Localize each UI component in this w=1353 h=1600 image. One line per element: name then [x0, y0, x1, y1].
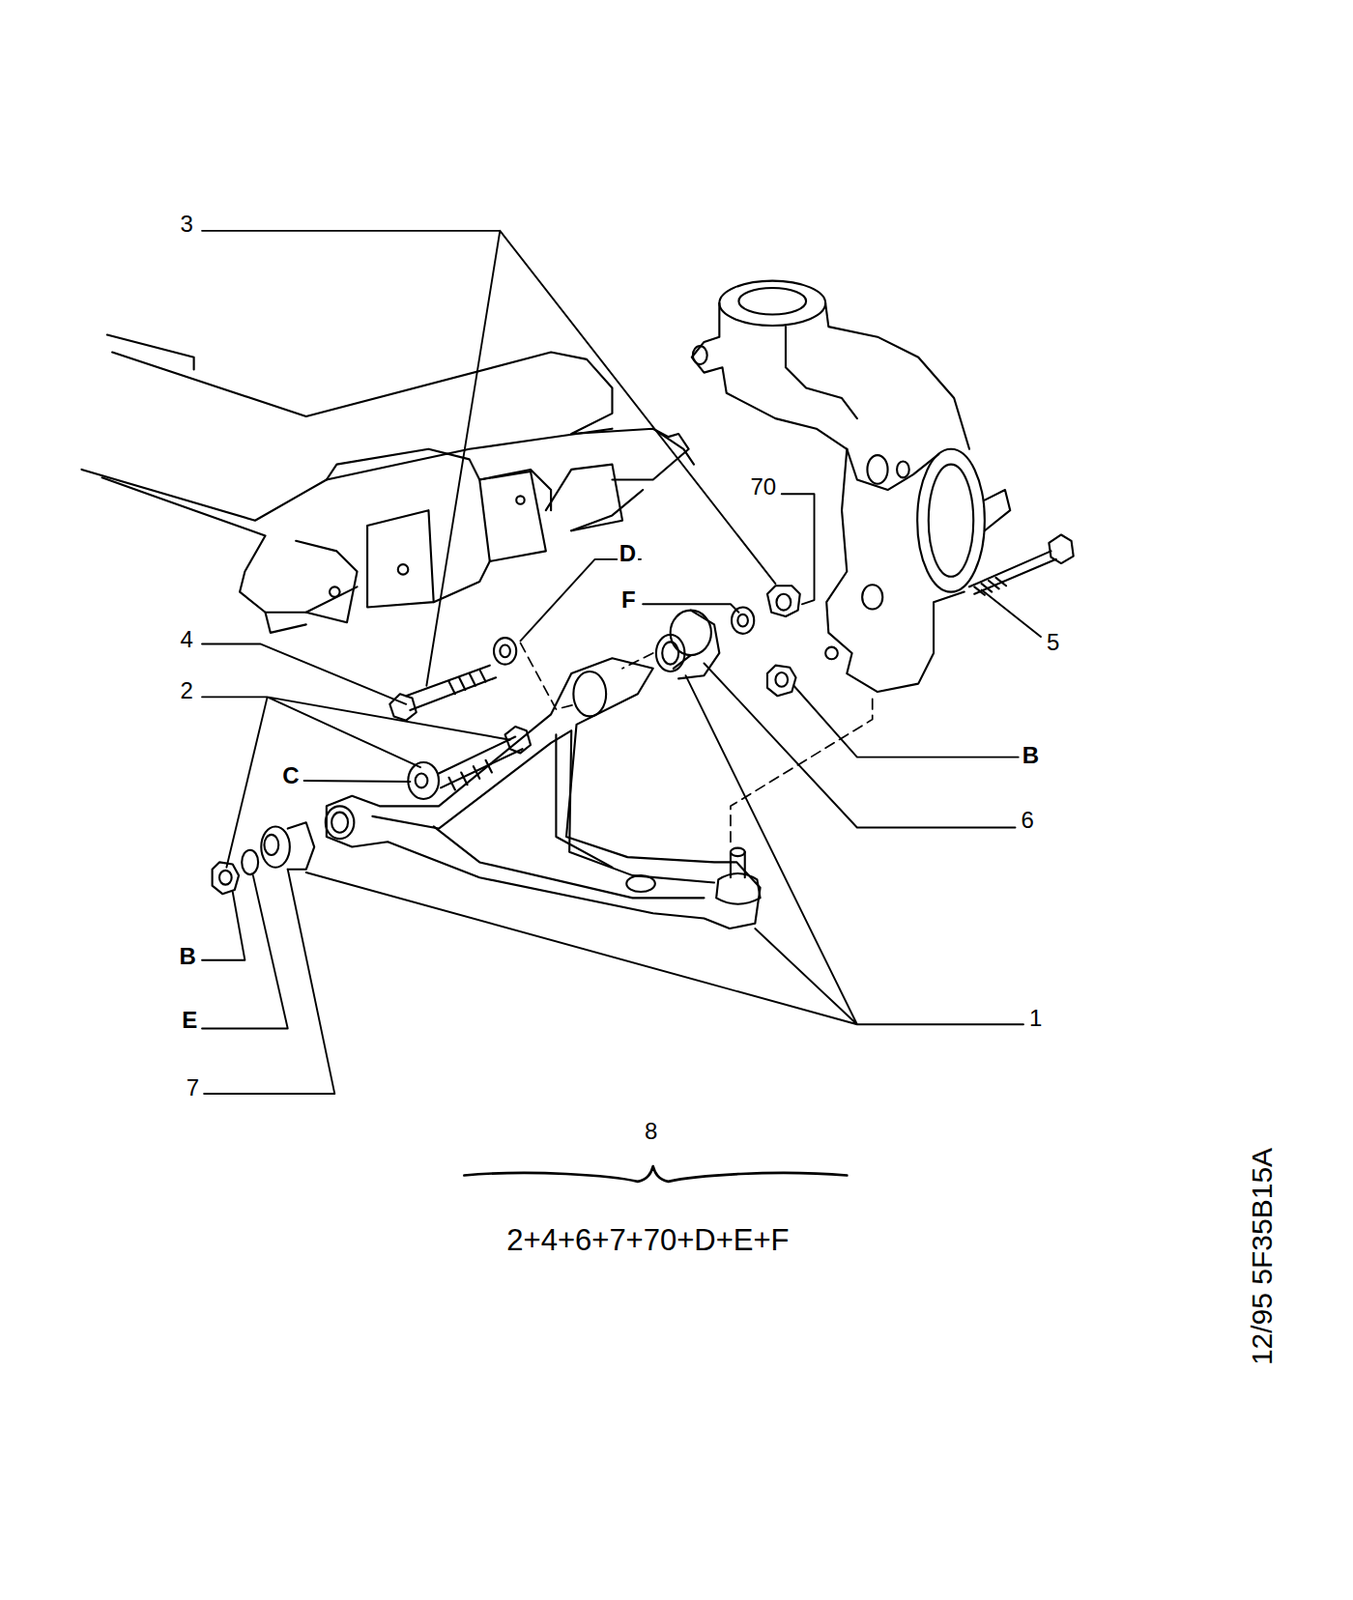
- callout-number: 4: [178, 627, 196, 653]
- callout-letter: D: [617, 541, 638, 567]
- hardware-rear: [212, 822, 316, 894]
- bolt-2: [407, 726, 531, 800]
- steering-knuckle: [691, 281, 1010, 692]
- assembly-lines: [519, 642, 872, 842]
- callout-number: 1: [1027, 1006, 1044, 1032]
- wishbone-arm: [325, 658, 761, 929]
- callout-number: 70: [748, 474, 778, 500]
- ball-joint: [716, 848, 760, 905]
- drawing-reference: 12/95 5F35B15A: [1246, 1146, 1279, 1368]
- callout-number: 6: [1019, 807, 1037, 834]
- callout-letter: F: [619, 587, 638, 613]
- callout-number: 5: [1044, 630, 1062, 656]
- callout-number: 2: [178, 678, 196, 704]
- hardware-front: [656, 585, 801, 696]
- callout-letter: B: [1020, 743, 1041, 769]
- kit-contents: 2+4+6+7+70+D+E+F: [504, 1224, 791, 1258]
- leader-lines: [201, 230, 1041, 1094]
- subframe: [81, 335, 693, 634]
- bolt-5: [969, 534, 1074, 595]
- callout-letter: C: [280, 763, 301, 789]
- callout-number: 8: [642, 1119, 660, 1145]
- callout-letter: B: [177, 944, 199, 970]
- callout-number: 3: [178, 211, 196, 237]
- callout-letter: E: [179, 1007, 200, 1034]
- group-brace: [463, 1166, 847, 1182]
- bolt-4: [389, 637, 517, 721]
- callout-number: 7: [184, 1075, 202, 1101]
